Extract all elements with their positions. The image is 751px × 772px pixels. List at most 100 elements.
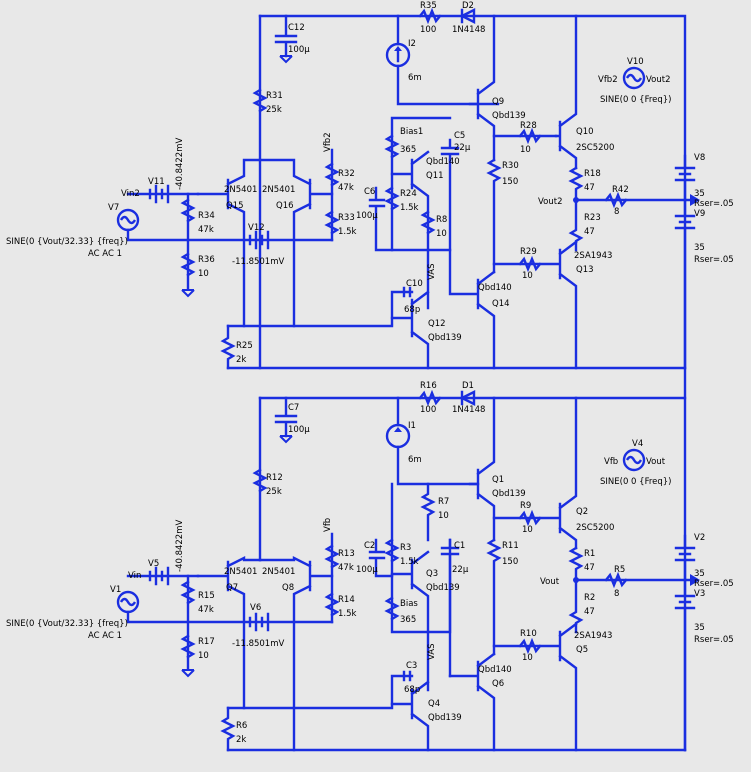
c12-capacitor[interactable] <box>274 14 298 58</box>
bias1-resistor[interactable] <box>384 134 400 159</box>
label-r31-val: 25k <box>266 105 282 115</box>
r42-resistor[interactable] <box>604 191 628 209</box>
r1-r2-resistors[interactable] <box>568 546 584 634</box>
v8-source[interactable] <box>674 154 696 202</box>
q4-transistor[interactable] <box>390 630 430 752</box>
r36-resistor[interactable] <box>180 252 196 277</box>
r33-resistor[interactable] <box>324 210 340 235</box>
label-r32: R32 <box>338 169 355 179</box>
ground-icon <box>279 55 293 63</box>
q1-transistor[interactable] <box>468 396 496 542</box>
r6-resistor[interactable] <box>220 706 236 752</box>
q3-transistor[interactable] <box>390 550 430 634</box>
r5-resistor[interactable] <box>604 571 628 589</box>
label-q7-model: 2N5401 <box>224 567 257 577</box>
q9-transistor[interactable] <box>468 14 496 162</box>
label-q6-model: Qbd140 <box>478 665 512 675</box>
label-c10: C10 <box>406 279 423 289</box>
c7-capacitor[interactable] <box>274 396 298 438</box>
c10-capacitor[interactable] <box>402 286 412 298</box>
r28-resistor[interactable] <box>518 127 542 145</box>
label-r34-val: 47k <box>198 225 214 235</box>
r14-resistor[interactable] <box>324 592 340 617</box>
label-q5: Q5 <box>576 645 588 655</box>
label-r7: R7 <box>438 497 449 507</box>
c2-capacitor[interactable] <box>368 538 394 578</box>
label-c5-val: 22µ <box>454 143 471 153</box>
r8-resistor[interactable] <box>420 210 436 235</box>
v10-source[interactable] <box>622 66 646 90</box>
label-q12: Q12 <box>428 319 446 329</box>
r10-resistor[interactable] <box>518 637 542 655</box>
v2-source[interactable] <box>674 534 696 582</box>
v9-source[interactable] <box>674 198 696 370</box>
label-v10-neg: Vfb2 <box>598 75 618 85</box>
v12-source[interactable] <box>248 230 270 250</box>
label-v11-val: -40.8422mV <box>175 138 185 190</box>
label-c1: C1 <box>454 541 465 551</box>
r34-resistor[interactable] <box>180 198 196 223</box>
q2-transistor[interactable] <box>492 396 578 550</box>
c5-capacitor[interactable] <box>440 138 460 162</box>
label-r13: R13 <box>338 549 355 559</box>
r25-resistor[interactable] <box>220 324 236 370</box>
label-r13-val: 47k <box>338 563 354 573</box>
r3-resistor[interactable] <box>384 538 400 563</box>
label-v8: V8 <box>694 153 705 163</box>
c6-capacitor[interactable] <box>368 186 394 252</box>
q11-transistor[interactable] <box>390 150 430 252</box>
v5-source[interactable] <box>148 566 170 586</box>
r15-resistor[interactable] <box>180 580 196 605</box>
q12-transistor[interactable] <box>390 248 430 370</box>
r30-resistor[interactable] <box>486 158 502 274</box>
d1-diode[interactable] <box>459 390 476 406</box>
label-r25-val: 2k <box>236 355 246 365</box>
q6-transistor[interactable] <box>448 652 496 752</box>
r29-resistor[interactable] <box>518 255 542 273</box>
label-v3: V3 <box>694 589 705 599</box>
label-i2: I2 <box>408 39 416 49</box>
label-i1-val: 6m <box>408 455 422 465</box>
r31-resistor[interactable] <box>252 88 268 113</box>
label-q8: Q8 <box>282 583 294 593</box>
r7-resistor[interactable] <box>420 482 436 542</box>
r13-resistor[interactable] <box>324 544 340 569</box>
r9-resistor[interactable] <box>518 509 542 527</box>
d2-diode[interactable] <box>459 8 476 24</box>
label-r17: R17 <box>198 637 215 647</box>
r24-resistor[interactable] <box>384 186 400 211</box>
label-r2: R2 <box>584 593 595 603</box>
v11-source[interactable] <box>148 184 170 204</box>
bias-resistor[interactable] <box>384 596 400 621</box>
label-r24: R24 <box>400 189 417 199</box>
label-r6-val: 2k <box>236 735 246 745</box>
r35-resistor[interactable] <box>418 7 442 25</box>
q16-transistor[interactable] <box>258 158 334 328</box>
label-i1: I1 <box>408 421 416 431</box>
c1-capacitor[interactable] <box>440 538 460 678</box>
q14-transistor[interactable] <box>448 158 496 370</box>
v4-source[interactable] <box>622 448 646 472</box>
top-amplifier <box>116 7 700 400</box>
label-v8-rser: Rser=.05 <box>694 199 734 209</box>
q5-transistor[interactable] <box>492 622 578 752</box>
label-q6: Q6 <box>492 679 504 689</box>
r32-resistor[interactable] <box>324 162 340 187</box>
r18-r23-resistors[interactable] <box>568 166 584 252</box>
q15-transistor[interactable] <box>196 158 262 328</box>
q10-transistor[interactable] <box>554 14 578 170</box>
label-v4-neg: Vfb <box>604 457 618 467</box>
label-v10-pos: Vout2 <box>646 75 670 85</box>
v3-source[interactable] <box>674 578 696 752</box>
label-r16-val: 100 <box>420 405 436 415</box>
v6-source[interactable] <box>248 612 270 632</box>
r11-resistor[interactable] <box>486 538 502 656</box>
q8-transistor[interactable] <box>258 556 334 752</box>
r17-resistor[interactable] <box>180 634 196 659</box>
c3-capacitor[interactable] <box>402 670 412 682</box>
r16-resistor[interactable] <box>418 389 442 407</box>
r12-resistor[interactable] <box>252 468 268 493</box>
label-q13: Q13 <box>576 265 594 275</box>
label-r17-val: 10 <box>198 651 209 661</box>
q7-transistor[interactable] <box>196 556 262 710</box>
